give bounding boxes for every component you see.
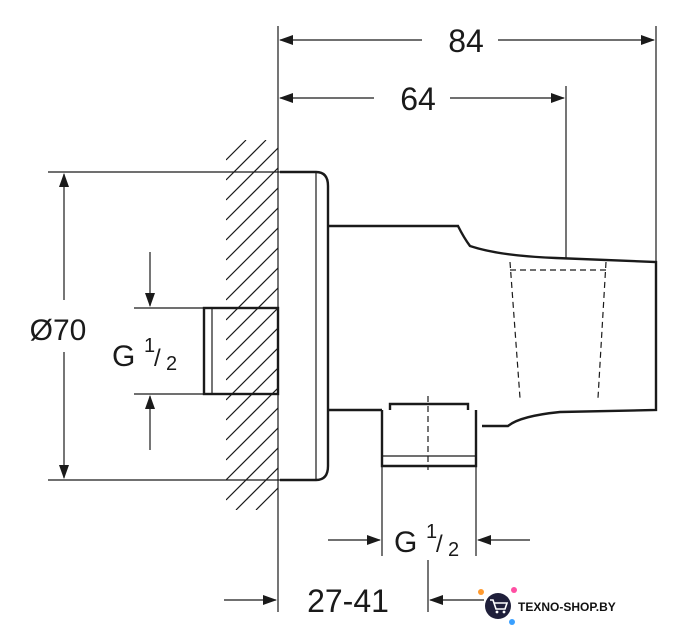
- flange: [280, 170, 330, 482]
- cart-icon: [490, 599, 509, 610]
- svg-text:/: /: [154, 345, 161, 372]
- label-diameter: Ø70: [30, 314, 87, 347]
- logo-dot-pink: [511, 587, 517, 593]
- svg-text:1: 1: [426, 521, 437, 543]
- holder-body: [328, 224, 658, 428]
- label-outlet-thread: G 1 / 2: [394, 521, 459, 561]
- logo-dot-blue: [509, 619, 515, 625]
- inlet-thread-stub: [202, 306, 280, 396]
- svg-text:G: G: [112, 340, 135, 373]
- svg-text:1: 1: [144, 335, 155, 357]
- svg-text:2: 2: [448, 539, 459, 561]
- label-projection: 27-41: [307, 583, 389, 619]
- svg-text:G: G: [394, 526, 417, 559]
- hidden-cone-lines: [509, 261, 607, 399]
- svg-text:2: 2: [166, 353, 177, 375]
- label-84: 84: [448, 23, 484, 59]
- logo-dot-orange: [478, 589, 484, 595]
- outlet-thread-stub: [380, 396, 478, 470]
- watermark-logo: TEXNO-SHOP.BY: [478, 587, 616, 625]
- wall-hatching: [226, 140, 278, 510]
- label-inlet-thread: G 1 / 2: [112, 335, 177, 375]
- watermark-text: TEXNO-SHOP.BY: [518, 600, 616, 614]
- extension-lines: [48, 26, 657, 612]
- cart-icon-badge: [485, 593, 511, 619]
- svg-text:/: /: [436, 531, 443, 558]
- label-64: 64: [400, 81, 436, 117]
